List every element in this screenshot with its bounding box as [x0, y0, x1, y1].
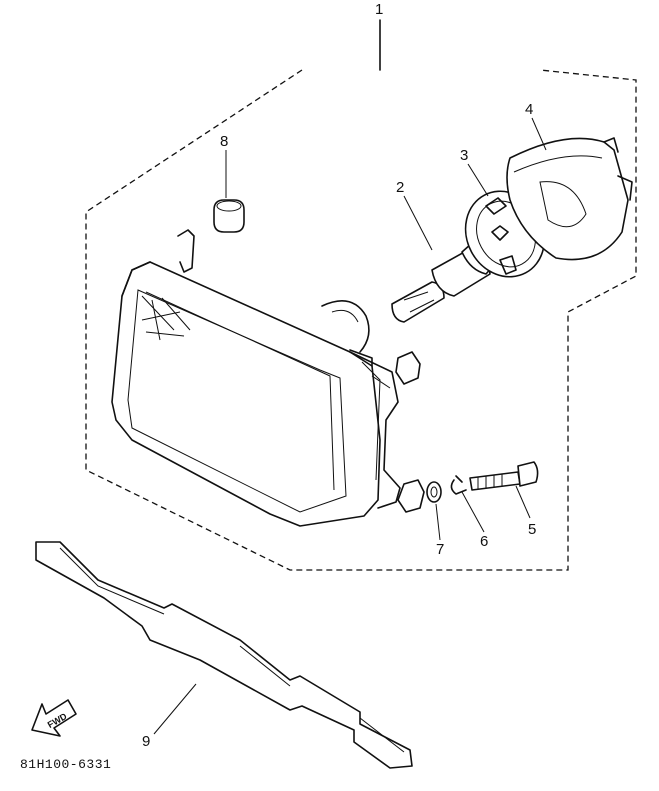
callout-assembly: 1: [375, 1, 383, 18]
callout-5: 5: [528, 521, 536, 538]
callout-3: 3: [460, 147, 468, 164]
rubber-grommet: [213, 199, 245, 233]
callout-7: 7: [436, 541, 444, 558]
callout-2: 2: [396, 179, 404, 196]
callout-4: 4: [525, 101, 533, 118]
adjusting-screw: [469, 461, 539, 491]
leader-lines: [153, 117, 547, 735]
part-code: 81H100-6331: [20, 757, 111, 772]
callout-6: 6: [480, 533, 488, 550]
lower-cover-strip: [35, 541, 413, 769]
callout-9: 9: [142, 733, 150, 750]
forward-arrow-icon: FWD: [31, 699, 77, 737]
headlight-housing: [111, 229, 425, 527]
callout-8: 8: [220, 133, 228, 150]
spring-clip: [450, 475, 467, 495]
bulb-cover: [506, 137, 633, 261]
assembly-boundary: [85, 69, 637, 571]
adjusting-nut: [426, 481, 442, 503]
